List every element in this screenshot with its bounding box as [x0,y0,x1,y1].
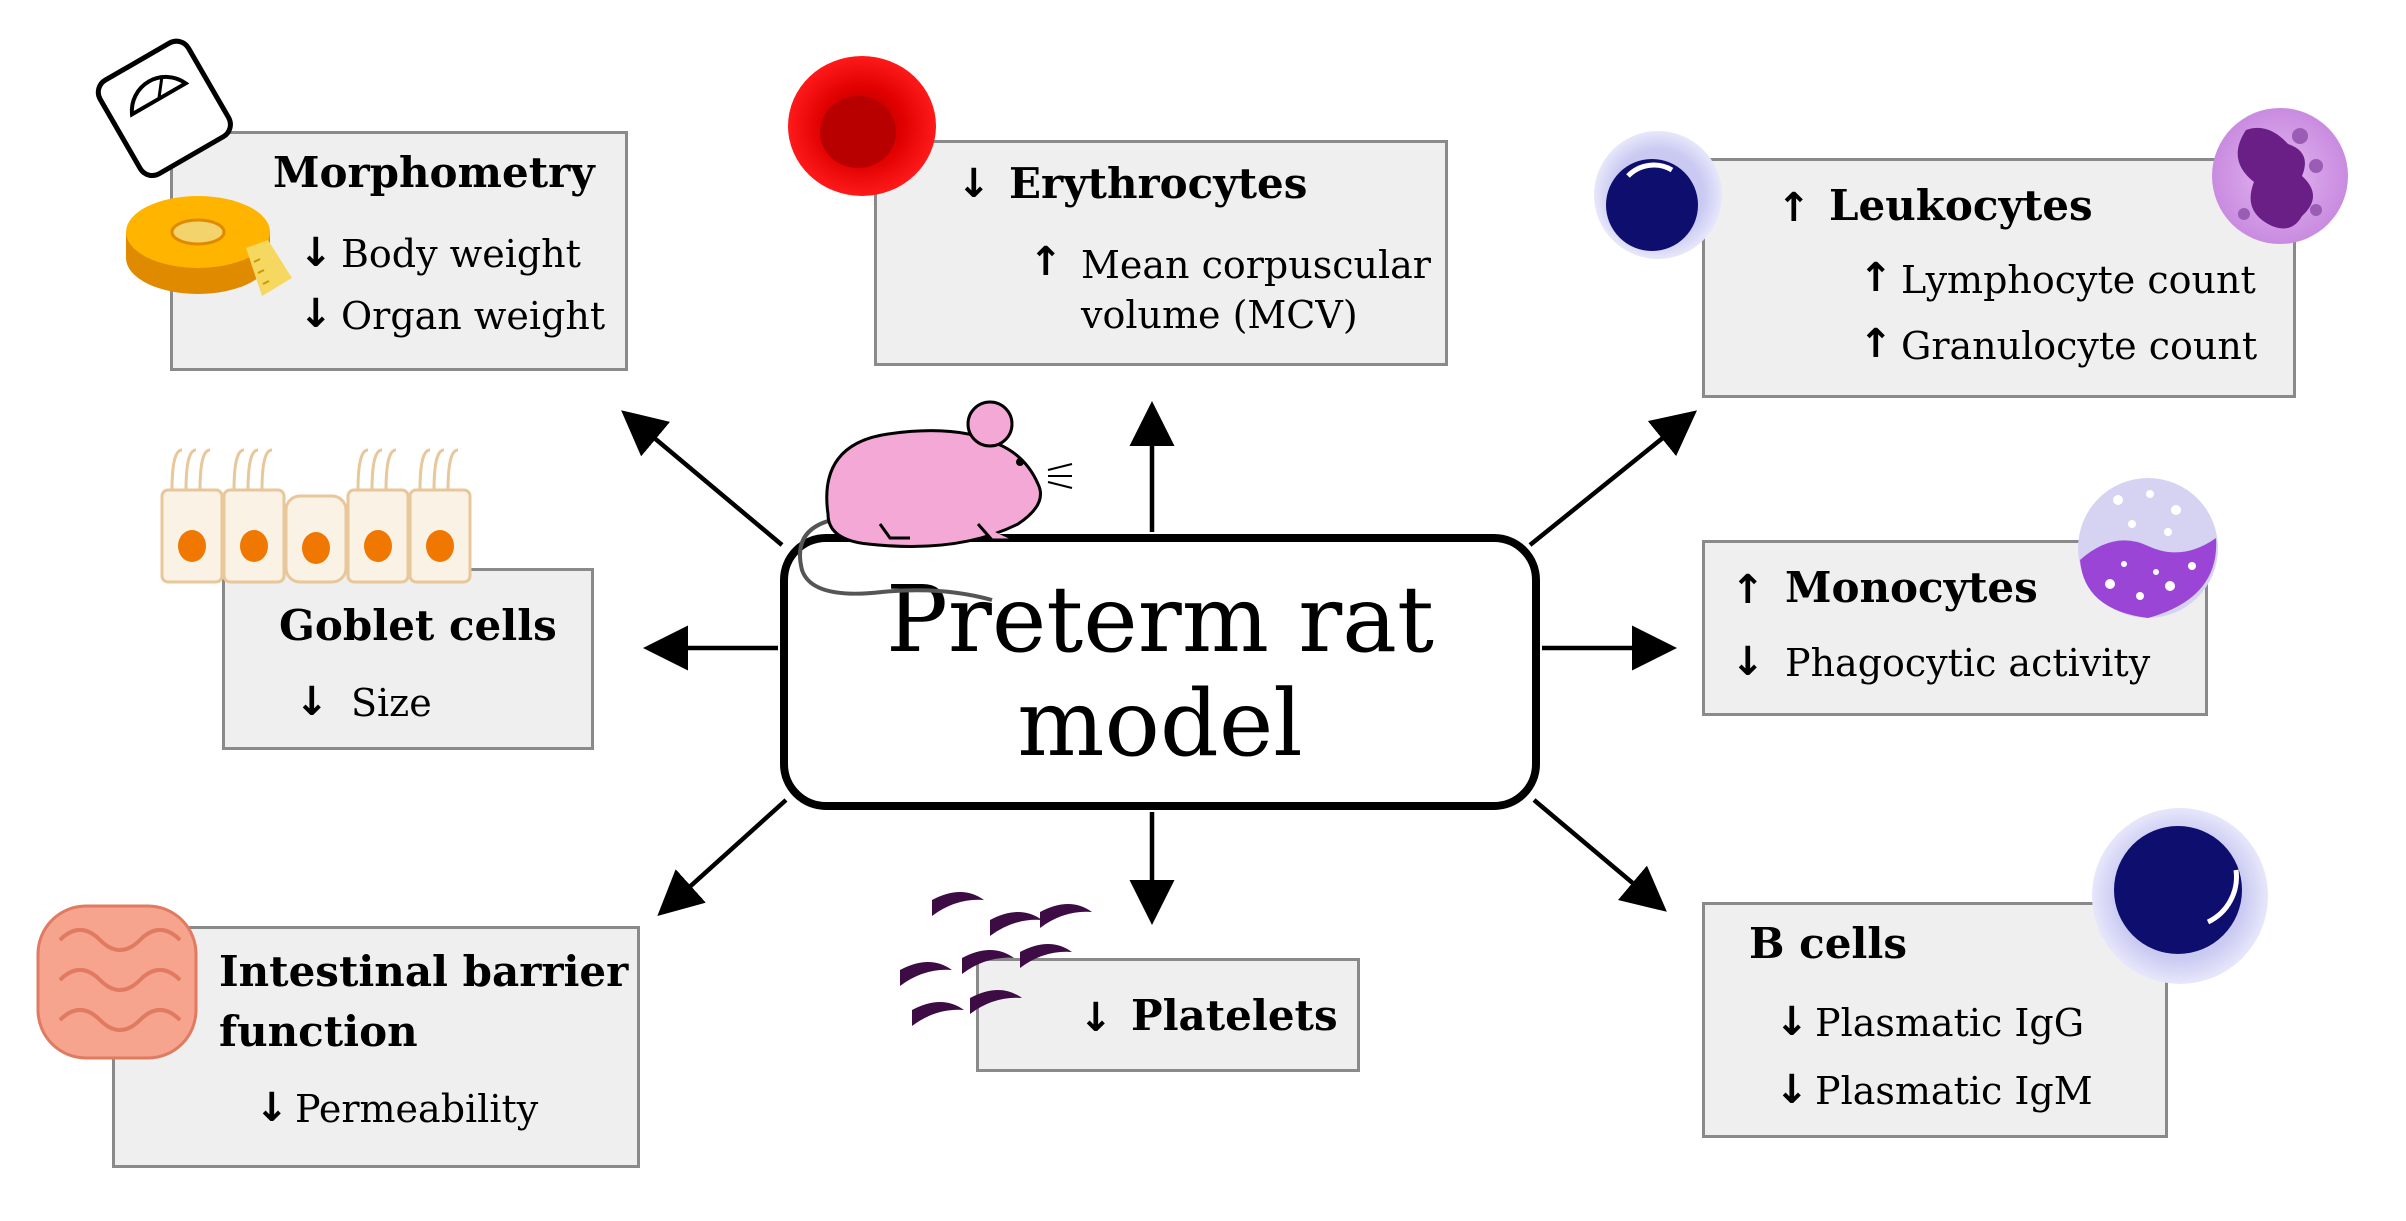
b-cell-icon [2092,808,2268,984]
leukocytes-box: ↑ Leukocytes ↑ Lymphocyte count ↑ Granul… [1702,158,2296,398]
mcv-label-line2: volume (MCV) [1081,293,1358,337]
goblet-cells-box: Goblet cells ↓ Size [222,568,594,750]
arrow-up-icon: ↑ [1859,255,1893,301]
b-cells-title: B cells [1749,919,1907,968]
arrow-up-icon: ↑ [1859,321,1893,367]
monocytes-box: ↑ Monocytes ↓ Phagocytic activity [1702,540,2208,716]
intestinal-barrier-box: Intestinal barrier function ↓ Permeabili… [112,926,640,1168]
center-preterm-rat-model: Preterm rat model [780,534,1540,810]
plasmatic-igm-label: Plasmatic IgM [1815,1069,2093,1113]
granulocyte-icon [2212,108,2348,244]
arrow-down-icon: ↓ [1775,999,1809,1045]
leukocytes-title: Leukocytes [1829,181,2093,230]
arrow-down-icon: ↓ [1775,1067,1809,1113]
lymphocyte-icon [1594,131,1722,259]
goblet-cells-title: Goblet cells [279,601,557,650]
body-weight-label: Body weight [341,232,581,276]
monocytes-title: Monocytes [1785,563,2038,612]
organ-weight-label: Organ weight [341,294,606,338]
size-label: Size [351,681,432,725]
arrow-to-intestinal [657,798,788,917]
intestinal-title-line1: Intestinal barrier [219,947,629,996]
erythrocytes-box: ↓ Erythrocytes ↑ Mean corpuscular volume… [874,140,1448,366]
arrow-up-icon: ↑ [1777,185,1811,231]
arrow-down-icon: ↓ [255,1085,289,1131]
red-blood-cell-icon [788,56,936,196]
center-title-line2: model [1017,670,1303,777]
granulocyte-count-label: Granulocyte count [1901,324,2258,368]
arrow-up-icon: ↑ [1029,239,1063,285]
arrow-down-icon: ↓ [299,291,333,337]
intestinal-title-line2: function [219,1007,418,1056]
phagocytic-activity-label: Phagocytic activity [1785,641,2151,685]
arrow-to-bcells [1532,798,1667,912]
arrow-down-icon: ↓ [1731,639,1765,685]
arrow-to-morphometry [621,410,784,547]
arrow-up-icon: ↑ [1731,567,1765,613]
morphometry-title: Morphometry [273,148,595,197]
monocyte-icon [2078,478,2218,618]
arrow-down-icon: ↓ [295,679,329,725]
arrow-down-icon: ↓ [1079,995,1113,1041]
platelets-title: Platelets [1131,991,1338,1040]
plasmatic-igg-label: Plasmatic IgG [1815,1001,2085,1045]
arrow-down-icon: ↓ [957,161,991,207]
lymphocyte-count-label: Lymphocyte count [1901,258,2256,302]
arrow-to-leukocytes [1528,410,1698,547]
platelets-icon [900,892,1092,1026]
rat-icon [798,400,1073,602]
tape-measure-icon [126,196,292,296]
mcv-label-line1: Mean corpuscular [1081,243,1431,287]
goblet-cells-icon [160,448,472,584]
b-cells-box: B cells ↓ Plasmatic IgG ↓ Plasmatic IgM [1702,902,2168,1138]
erythrocytes-title: Erythrocytes [1009,159,1308,208]
arrow-down-icon: ↓ [299,230,333,276]
intestine-icon [36,904,198,1060]
scale-icon [95,38,233,179]
permeability-label: Permeability [295,1087,539,1131]
center-title-line1: Preterm rat [885,566,1434,673]
platelets-box: ↓ Platelets [976,958,1360,1072]
